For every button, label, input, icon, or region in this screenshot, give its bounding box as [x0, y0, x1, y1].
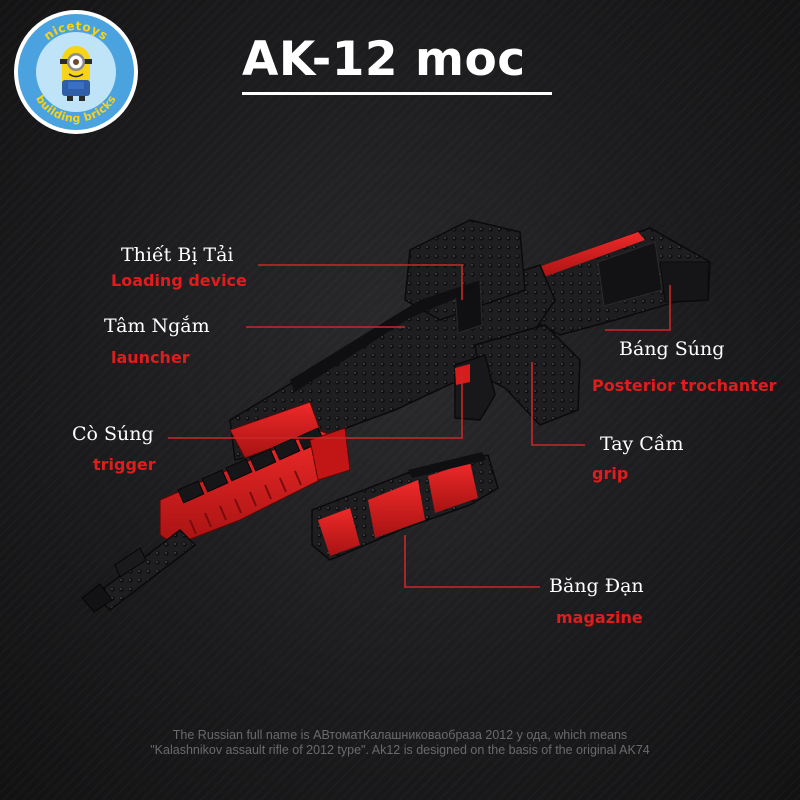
spare-magazine	[311, 452, 499, 561]
label-trigger-vn: Cò Súng	[72, 423, 154, 445]
rifle-stock	[519, 227, 711, 336]
label-launcher-en: launcher	[111, 348, 190, 367]
label-grip-en: grip	[592, 464, 629, 483]
label-trigger-en: trigger	[93, 455, 156, 474]
rifle-handguard	[159, 401, 351, 546]
footer-line-1: The Russian full name is АВтоматКалашник…	[172, 728, 628, 742]
label-magazine-vn: Băng Đạn	[549, 575, 644, 597]
leader-magazine	[404, 535, 540, 588]
label-grip-vn: Tay Cầm	[600, 433, 684, 455]
label-loading-device-en: Loading device	[111, 271, 247, 290]
footer-line-2: "Kalashnikov assault rifle of 2012 type"…	[150, 743, 650, 757]
label-loading-device-vn: Thiết Bị Tải	[121, 244, 234, 266]
label-launcher-vn: Tâm Ngắm	[104, 315, 210, 337]
leader-grip	[531, 362, 585, 446]
label-magazine-en: magazine	[556, 608, 643, 627]
title-underline	[242, 92, 552, 95]
footer-description: The Russian full name is АВтоматКалашник…	[100, 728, 700, 758]
leader-stock	[605, 285, 671, 331]
label-stock-en: Posterior trochanter	[592, 376, 777, 395]
label-stock-vn: Báng Súng	[619, 338, 725, 360]
rifle-barrel	[81, 529, 197, 613]
leader-trigger	[168, 370, 463, 439]
brand-logo: nicetoys building bricks	[14, 10, 138, 134]
minion-character-icon	[60, 46, 92, 101]
leader-lines	[168, 264, 671, 588]
page-title: AK-12 moc	[242, 32, 526, 87]
leader-loading-device	[258, 264, 463, 300]
